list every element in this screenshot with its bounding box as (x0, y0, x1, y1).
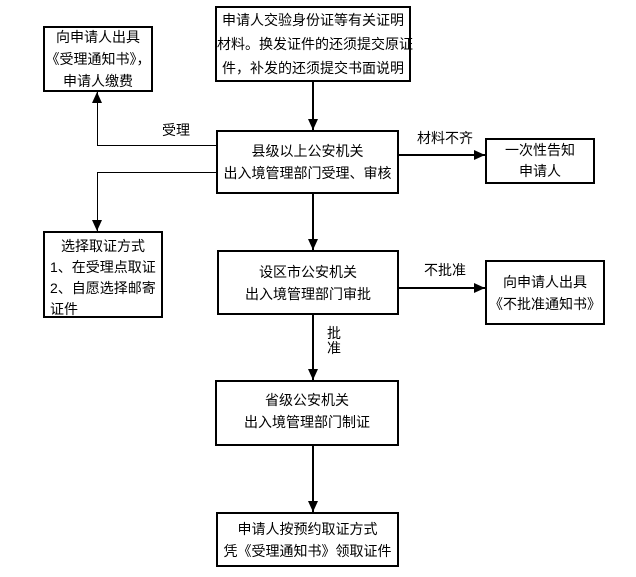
arrowhead-down-icon (308, 501, 318, 512)
node-text-line: 材料。换发证件的还须提交原证 (217, 36, 413, 52)
node-text-line: 省级公安机关 (265, 392, 349, 408)
edge-label-not-approved: 不批准 (424, 262, 466, 278)
node-collect-certificate: 申请人按预约取证方式 凭《受理通知书》领取证件 (216, 512, 399, 567)
connector-county-to-notify (398, 154, 485, 156)
connector-county-pickup-horizontal (97, 172, 216, 173)
node-text-line: 设区市公安机关 (259, 263, 357, 280)
connector-up-to-acceptance-notice (97, 92, 98, 145)
node-county-review: 县级以上公安机关 出入境管理部门受理、审核 (216, 130, 399, 194)
arrowhead-right-icon (474, 150, 485, 160)
connector-county-accepted-horizontal (97, 145, 216, 146)
node-text-line: 证件 (50, 301, 78, 317)
node-province-produce: 省级公安机关 出入境管理部门制证 (215, 380, 399, 446)
node-text-line: 县级以上公安机关 (251, 143, 364, 159)
connector-down-to-choose-pickup (97, 172, 98, 231)
node-text-line: 向申请人出具 (56, 29, 140, 45)
node-text-line: 出入境管理部门受理、审核 (223, 165, 392, 181)
arrowhead-down-icon (92, 220, 102, 231)
edge-label-approved: 批准 (327, 325, 342, 356)
node-reject-notice: 向申请人出具 《不批准通知书》 (485, 260, 605, 325)
node-text-line: 向申请人出具 (503, 273, 587, 290)
node-text-line: 选择取证方式 (61, 238, 145, 254)
node-text-line: 申请人 (519, 163, 561, 179)
node-text-line: 申请人交验身份证等有关证明 (222, 12, 404, 28)
arrowhead-down-icon (308, 369, 318, 380)
node-text-line: 出入境管理部门制证 (244, 414, 370, 430)
edge-label-accepted: 受理 (162, 122, 190, 138)
node-text-line: 《受理通知书》， (45, 51, 151, 67)
node-text-line: 件，补发的还须提交书面说明 (222, 60, 404, 76)
node-choose-pickup-method: 选择取证方式 1、在受理点取证 2、自愿选择邮寄 证件 (43, 231, 163, 318)
node-text-line: 一次性告知 (505, 142, 575, 158)
node-text-line: 申请人缴费 (63, 73, 133, 89)
node-text-line: 1、在受理点取证 (50, 259, 156, 275)
connector-county-to-city (312, 194, 314, 250)
node-text-line: 2、自愿选择邮寄 (50, 280, 156, 296)
node-submit-documents: 申请人交验身份证等有关证明 材料。换发证件的还须提交原证 件，补发的还须提交书面… (215, 6, 413, 82)
node-city-approval: 设区市公安机关 出入境管理部门审批 (217, 250, 399, 315)
edge-label-materials-incomplete: 材料不齐 (417, 130, 473, 146)
arrowhead-down-icon (308, 119, 318, 130)
arrowhead-right-icon (474, 283, 485, 293)
connector-province-to-collect (312, 446, 314, 512)
node-text-line: 《不批准通知书》 (489, 295, 601, 312)
connector-submit-to-county (312, 81, 314, 130)
node-text-line: 凭《受理通知书》领取证件 (223, 542, 392, 559)
node-text-line: 申请人按预约取证方式 (237, 520, 378, 537)
arrowhead-up-icon (92, 92, 102, 103)
node-text-line: 出入境管理部门审批 (245, 285, 371, 302)
node-issue-acceptance-notice: 向申请人出具 《受理通知书》， 申请人缴费 (43, 26, 153, 92)
connector-city-to-province (312, 315, 314, 380)
arrowhead-down-icon (308, 239, 318, 250)
node-one-time-notify: 一次性告知 申请人 (485, 138, 595, 184)
connector-city-to-reject (398, 287, 485, 289)
